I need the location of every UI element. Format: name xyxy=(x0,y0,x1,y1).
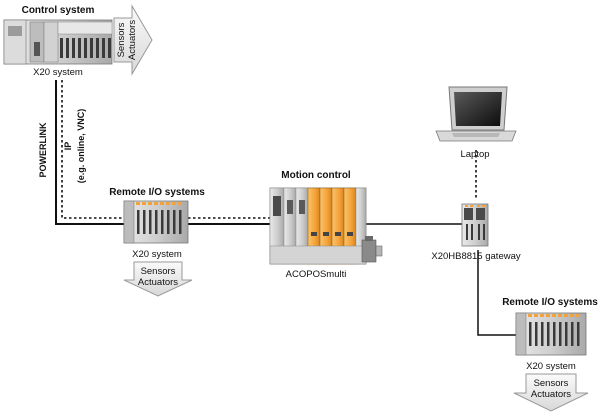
remote-io-left-module-rack xyxy=(123,200,189,244)
remote-io-right-caption: X20 system xyxy=(526,361,576,372)
actuators-label-top: Actuators xyxy=(127,20,138,60)
powerlink-line xyxy=(55,80,462,225)
ip-detail-label: (e.g. online, VNC) xyxy=(76,109,86,184)
control-system-title: Control system xyxy=(22,5,95,16)
remote-io-left-caption: X20 system xyxy=(132,249,182,260)
control-x20-module-rack xyxy=(3,19,113,65)
remote-io-right-module-rack xyxy=(515,312,587,356)
acoposmulti-drive-rack xyxy=(269,187,367,265)
sensors-actuators-arrow-right: Sensors Actuators xyxy=(513,373,589,412)
sensors-label-top: Sensors xyxy=(116,22,127,57)
sensors-actuators-arrow-top: Sensors Actuators xyxy=(113,4,153,76)
remote-io-left-title: Remote I/O systems xyxy=(109,187,205,198)
gateway-caption: X20HB8815 gateway xyxy=(431,251,521,262)
ip-label: IP xyxy=(63,142,73,151)
remote-io-right-title: Remote I/O systems xyxy=(502,297,598,308)
motion-control-title: Motion control xyxy=(281,170,351,181)
control-x20-caption: X20 system xyxy=(33,67,83,78)
powerlink-label: POWERLINK xyxy=(38,122,48,177)
sensors-label-left: Sensors xyxy=(141,266,176,277)
laptop-icon xyxy=(435,86,517,142)
acoposmulti-caption: ACOPOSmulti xyxy=(286,269,347,280)
sensors-actuators-arrow-left: Sensors Actuators xyxy=(123,261,193,297)
laptop-caption: Laptop xyxy=(460,149,489,160)
ip-dotted-line xyxy=(61,80,477,219)
sensors-label-right: Sensors xyxy=(534,378,569,389)
x20hb8815-gateway-module xyxy=(461,203,489,247)
actuators-label-right: Actuators xyxy=(531,389,571,400)
actuators-label-left: Actuators xyxy=(138,277,178,288)
servo-motor-icon xyxy=(361,236,383,263)
gateway-to-remote-line xyxy=(477,250,518,336)
